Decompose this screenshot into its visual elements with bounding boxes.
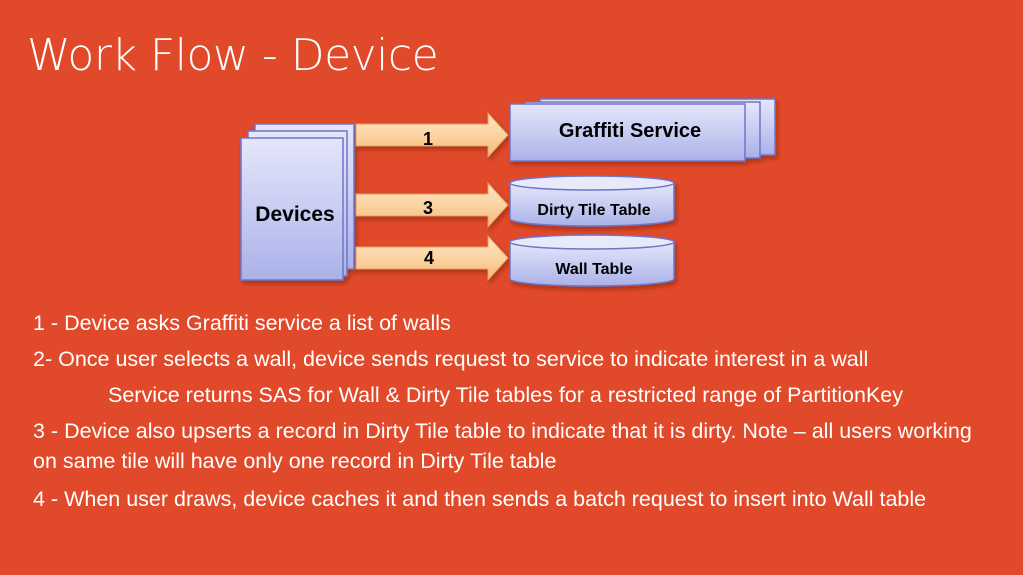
bullet-4: 4 - When user draws, device caches it an… <box>33 487 927 511</box>
graffiti-service-box <box>509 98 776 162</box>
dirty-tile-table-label: Dirty Tile Table <box>537 202 650 219</box>
arrow-4 <box>355 234 509 282</box>
graffiti-service-label: Graffiti Service <box>559 120 701 142</box>
workflow-diagram: Devices 1 3 4 Graffiti Service Dirty Til… <box>240 98 776 287</box>
slide-title: Work Flow - Device <box>27 30 439 81</box>
bullet-3: 3 - Device also upserts a record in Dirt… <box>33 419 972 473</box>
arrow-3 <box>355 181 509 229</box>
dirty-tile-table-cylinder <box>509 175 675 227</box>
arrow-4-label: 4 <box>424 248 434 268</box>
devices-box <box>240 123 355 281</box>
arrow-1-label: 1 <box>423 129 433 149</box>
bullet-2-sub: Service returns SAS for Wall & Dirty Til… <box>108 383 904 407</box>
wall-table-cylinder <box>509 234 675 287</box>
wall-table-label: Wall Table <box>555 261 632 278</box>
bullet-list: 1 - Device asks Graffiti service a list … <box>33 308 993 522</box>
bullet-2: 2- Once user selects a wall, device send… <box>33 347 869 371</box>
arrow-3-label: 3 <box>423 198 433 218</box>
arrow-1 <box>355 111 509 159</box>
devices-label: Devices <box>255 203 334 226</box>
bullet-1: 1 - Device asks Graffiti service a list … <box>33 311 451 335</box>
